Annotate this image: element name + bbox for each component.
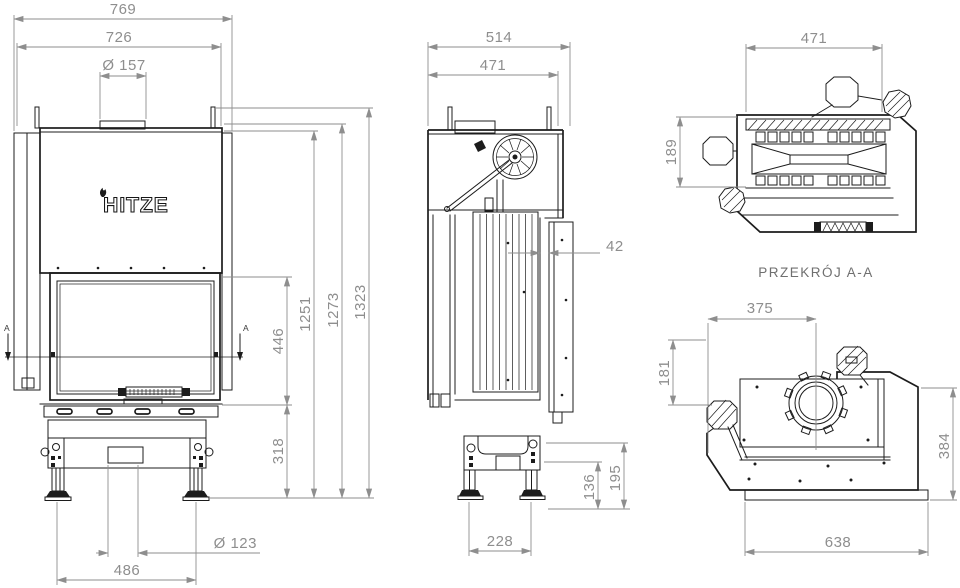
dim-height-3: 1323 xyxy=(352,284,369,319)
front-view-outline: HITZE xyxy=(13,106,233,501)
dim-flue-offset-y: 181 xyxy=(656,360,673,387)
pulley-wheel xyxy=(492,134,538,180)
dim-width-front: 726 xyxy=(106,29,133,46)
dim-width-overall: 769 xyxy=(110,1,137,18)
dim-glass-height: 446 xyxy=(270,328,287,355)
dim-base-height: 195 xyxy=(607,465,624,492)
section-arrow-a-left: A xyxy=(4,323,11,361)
dim-base-height: 318 xyxy=(270,438,287,465)
section-view-title: PRZEKRÓJ A-A xyxy=(758,265,874,280)
dim-depth-overall: 514 xyxy=(486,29,513,46)
side-view: 514 471 42 136 195 228 xyxy=(427,29,630,556)
dim-section-width: 471 xyxy=(801,30,828,47)
dim-depth: 384 xyxy=(936,433,953,460)
side-view-outline xyxy=(427,106,574,500)
dim-depth-body: 471 xyxy=(480,57,507,74)
dim-leg-spacing: 486 xyxy=(114,562,141,579)
side-view-dimensions: 514 471 42 136 195 228 xyxy=(427,29,630,556)
front-view: HITZE A A 769 726 xyxy=(4,1,374,585)
dim-leg-height: 136 xyxy=(581,474,598,501)
section-view-aa: 471 189 PRZEKRÓJ A-A xyxy=(663,30,917,280)
dim-flue-offset-x: 375 xyxy=(747,300,774,317)
dim-leg-spacing: 228 xyxy=(487,533,514,550)
front-view-dimensions: 769 726 Ø 157 1251 1273 1323 446 31 xyxy=(13,1,374,585)
section-marker-left: A xyxy=(4,323,10,333)
section-view-dimensions: 471 189 xyxy=(663,30,883,188)
section-cut-line: A A xyxy=(4,323,249,361)
dim-section-depth: 189 xyxy=(663,139,680,166)
hitze-flame-icon xyxy=(99,187,107,197)
dim-height-1: 1251 xyxy=(297,296,314,331)
bottom-view: 375 181 384 638 xyxy=(656,300,957,556)
dim-intake-diameter: Ø 123 xyxy=(214,535,257,552)
brand-logo: HITZE xyxy=(103,194,169,217)
bottom-view-outline xyxy=(706,345,929,501)
dim-rear-offset: 42 xyxy=(606,238,624,255)
section-marker-right: A xyxy=(243,323,249,333)
dim-flue-diameter: Ø 157 xyxy=(102,57,145,74)
bracket-detail-octagons xyxy=(706,345,869,461)
dim-width: 638 xyxy=(825,534,852,551)
bottom-view-dimensions: 375 181 384 638 xyxy=(656,300,957,556)
section-arrow-a-right: A xyxy=(237,323,249,361)
dim-height-2: 1273 xyxy=(325,292,342,327)
section-view-outline xyxy=(702,76,917,233)
bracket-detail-octagons xyxy=(702,76,912,214)
